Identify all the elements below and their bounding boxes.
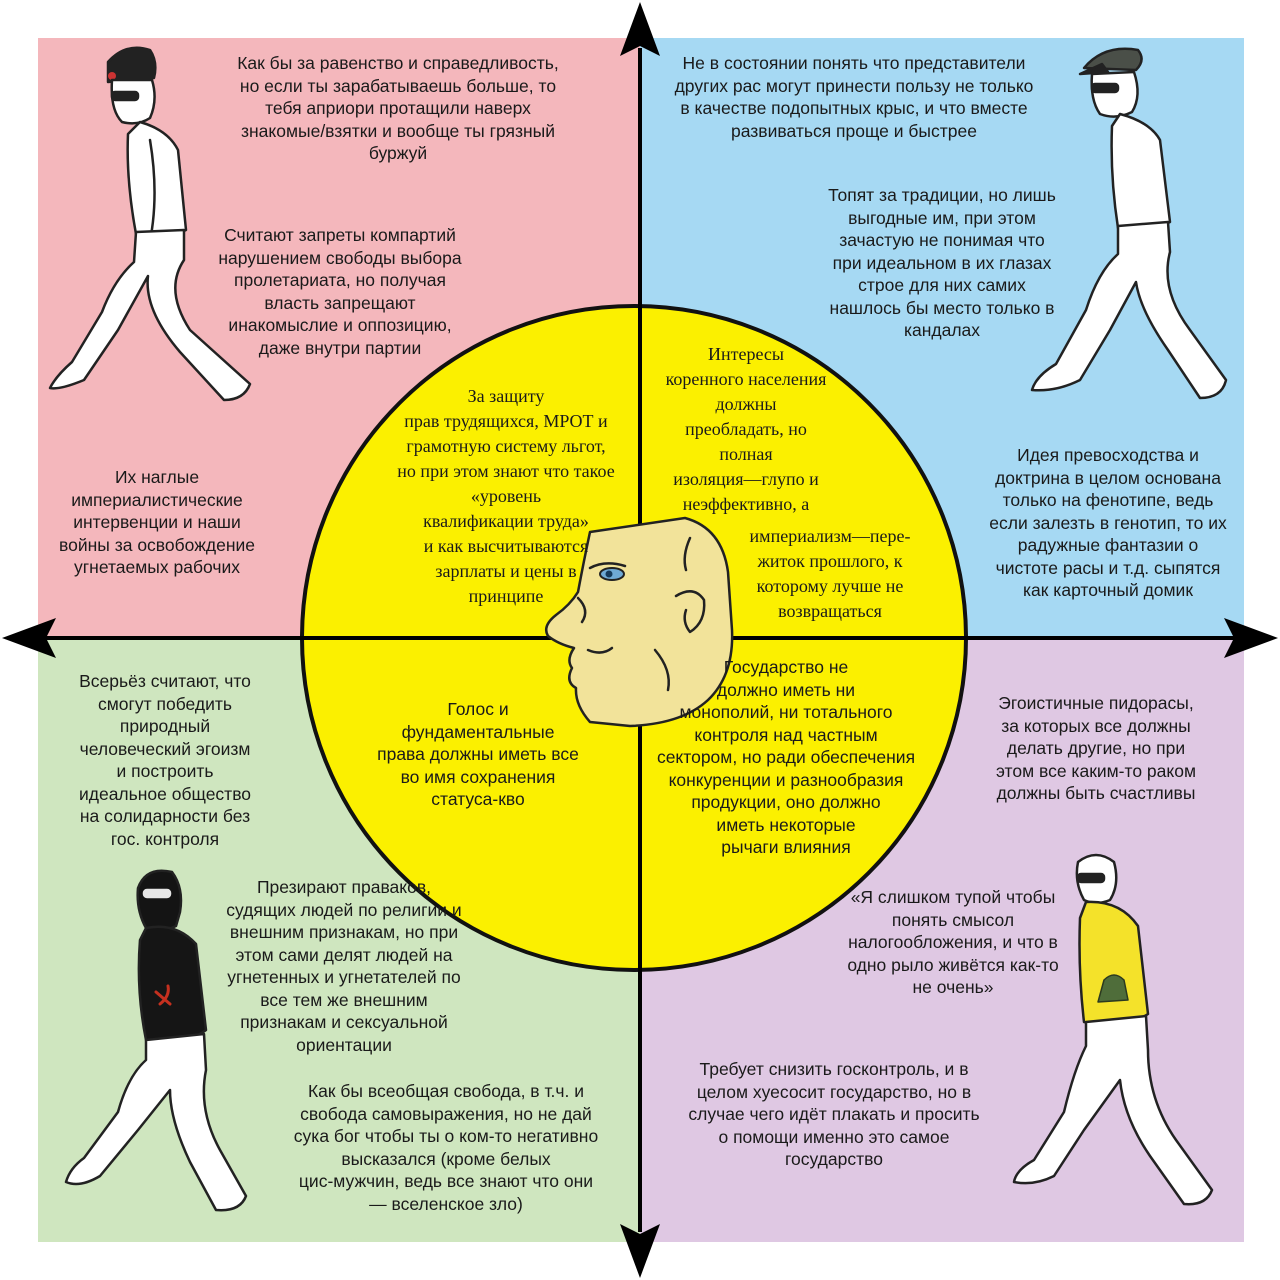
walking-man-balaclava-hammer-sickle-icon	[64, 869, 248, 1212]
libleft-critique-free-speech: Как бы всеобщая свобода, в т.ч. и свобод…	[293, 1081, 599, 1214]
arrow-down-icon	[620, 1224, 660, 1278]
authright-critique-phenotype: Идея превосходства и доктрина в целом ос…	[989, 445, 1227, 600]
authright-critique-races: Не в состоянии понять что представители …	[674, 53, 1034, 141]
center-authright-moderate-continued: империализм—пере- житок прошлого, к кото…	[749, 526, 911, 621]
libright-critique-egoists: Эгоистичные пидорасы, за которых все дол…	[996, 693, 1196, 803]
walking-man-yellow-sweater-icon	[1012, 853, 1214, 1206]
arrow-left-icon	[2, 618, 56, 658]
authleft-critique-imperialism: Их наглые империалистические интервенции…	[58, 467, 256, 577]
center-libright-moderate: Государство не должно иметь ни монополий…	[656, 657, 916, 857]
libleft-critique-egoism: Всерьёз считают, что смогут победить при…	[78, 671, 252, 849]
walking-man-ushanka-icon	[48, 46, 252, 402]
arrow-right-icon	[1224, 618, 1278, 658]
authleft-critique-bans: Считают запреты компартий нарушением сво…	[218, 225, 462, 358]
center-libleft-moderate: Голос и фундаментальные права должны име…	[377, 699, 579, 809]
libright-critique-taxation-quote: «Я слишком тупой чтобы понять смысол нал…	[847, 887, 1059, 997]
libright-critique-state: Требует снизить госконтроль, и в целом х…	[688, 1059, 980, 1169]
center-authright-moderate: Интересы коренного населения должны прео…	[665, 344, 827, 514]
libleft-critique-rightists: Презирают праваков, судящих людей по рел…	[226, 877, 462, 1055]
center-authleft-moderate: За защиту прав трудящихся, МРОТ и грамот…	[397, 386, 615, 606]
arrow-up-icon	[620, 2, 660, 56]
walking-man-peaked-cap-icon	[1030, 47, 1228, 400]
nordic-gamer-head-icon	[545, 516, 734, 728]
authleft-critique-equality: Как бы за равенство и справедливость, но…	[237, 53, 559, 163]
authright-critique-traditions: Топят за традиции, но лишь выгодные им, …	[828, 185, 1056, 340]
